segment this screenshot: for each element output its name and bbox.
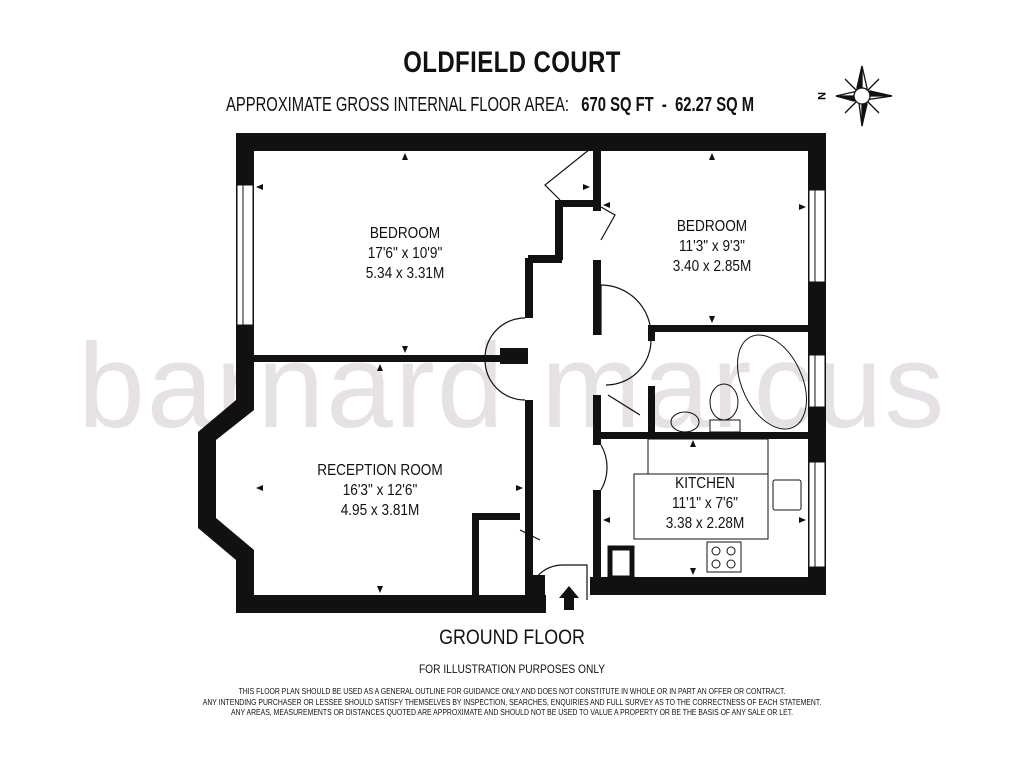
room-label-kitchen: KITCHEN 11'1" x 7'6" 3.38 x 2.28M [637,474,773,534]
room-dimensions-metric: 4.95 x 3.81M [340,502,420,519]
toilet-icon [709,383,739,421]
room-dimensions-imperial: 11'1" x 7'6" [671,495,739,512]
disclaimer: THIS FLOOR PLAN SHOULD BE USED AS A GENE… [102,686,921,718]
room-dimensions-metric: 5.34 x 3.31M [365,265,445,282]
floor-area-sqft: 670 SQ FT [581,94,654,116]
fixtures [633,334,807,573]
room-dimensions-imperial: 16'3" x 12'6" [342,482,418,499]
dimension-arrows [256,153,806,593]
disclaimer-line: ANY INTENDING PURCHASER OR LESSEE SHOULD… [202,696,822,707]
room-dimensions-imperial: 17'6" x 10'9" [367,245,443,262]
page-title: OLDFIELD COURT [403,46,621,79]
room-name: BEDROOM [369,225,441,242]
walls [198,133,826,613]
room-label-bedroom-2: BEDROOM 11'3" x 9'3" 3.40 x 2.85M [644,217,780,277]
floor-area-label: APPROXIMATE GROSS INTERNAL FLOOR AREA: [226,94,569,116]
room-dimensions-imperial: 11'3" x 9'3" [678,238,746,255]
room-label-reception: RECEPTION ROOM 16'3" x 12'6" 4.95 x 3.81… [312,461,448,521]
sink-icon [670,411,700,433]
kitchen-sink-icon [772,479,802,511]
floor-area-separator: - [661,94,667,116]
bath-icon [737,334,807,430]
room-dimensions-metric: 3.38 x 2.28M [665,515,745,532]
room-label-bedroom-1: BEDROOM 17'6" x 10'9" 5.34 x 3.31M [337,224,473,284]
doors [484,144,652,601]
room-name: RECEPTION ROOM [317,462,443,479]
room-name: BEDROOM [676,218,748,235]
disclaimer-line: THIS FLOOR PLAN SHOULD BE USED AS A GENE… [238,686,786,696]
illustration-note: FOR ILLUSTRATION PURPOSES ONLY [418,662,606,676]
windows [236,184,826,568]
disclaimer-line: ANY AREAS, MEASUREMENTS OR DISTANCES QUO… [230,707,794,717]
floor-area: APPROXIMATE GROSS INTERNAL FLOOR AREA: 6… [226,94,754,116]
room-name: KITCHEN [675,475,735,492]
bay-window [200,403,241,557]
floor-label: GROUND FLOOR [439,626,585,649]
room-dimensions-metric: 3.40 x 2.85M [672,258,752,275]
compass-north-label: N [815,92,827,100]
hob-icon [706,541,742,573]
floor-area-sqm: 62.27 SQ M [675,94,755,116]
entrance-arrow-icon [559,586,579,610]
compass-rose-icon [835,65,893,127]
